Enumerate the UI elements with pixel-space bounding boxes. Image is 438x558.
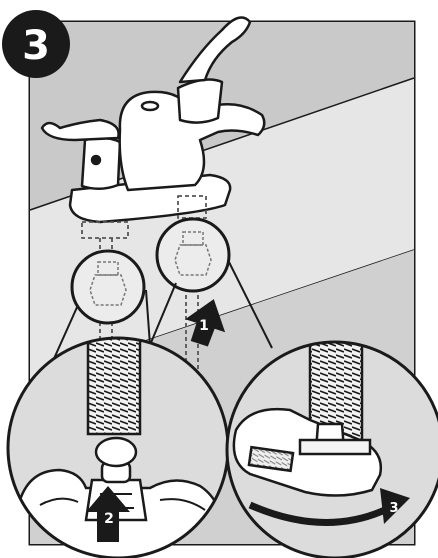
callout-2-label: 2 — [104, 511, 114, 527]
supply-line — [88, 338, 140, 434]
step-badge: 3 — [2, 10, 70, 78]
callout-3-label: 3 — [389, 501, 398, 516]
callout-1-label: 1 — [199, 318, 209, 334]
step-number: 3 — [22, 23, 50, 69]
